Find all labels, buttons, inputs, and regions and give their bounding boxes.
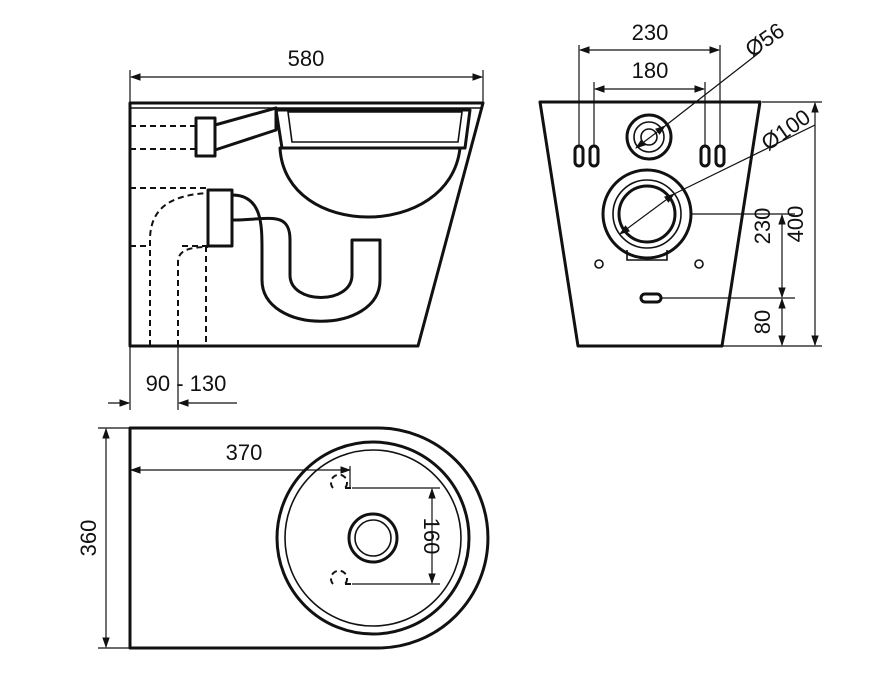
dim-rear-outer: 230 bbox=[632, 20, 669, 45]
dim-height-total: 400 bbox=[783, 206, 808, 243]
dim-bolt-spacing: 160 bbox=[419, 518, 444, 555]
dim-outlet-range: 90 - 130 bbox=[146, 371, 227, 396]
side-view: 580 90 - 130 bbox=[108, 46, 485, 410]
dim-outlet-diameter: Ø100 bbox=[756, 104, 814, 155]
dim-top-length: 370 bbox=[226, 440, 263, 465]
dim-height-outlet: 230 bbox=[750, 208, 775, 245]
dim-overall-length: 580 bbox=[288, 46, 325, 71]
dim-rear-inner: 180 bbox=[632, 58, 669, 83]
dim-height-bottom: 80 bbox=[750, 310, 775, 334]
dim-width: 360 bbox=[76, 520, 101, 557]
top-view: 160 370 360 bbox=[76, 426, 490, 650]
dim-inlet-diameter: Ø56 bbox=[740, 18, 788, 62]
rear-view: 230 180 Ø56 Ø100 400 230 80 bbox=[538, 18, 822, 348]
